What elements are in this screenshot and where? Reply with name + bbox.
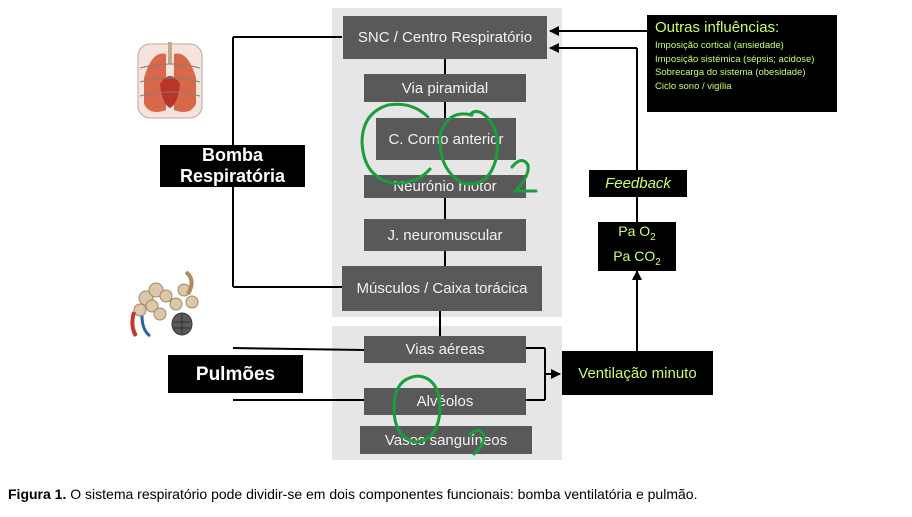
vias-aereas-box: Vias aéreas <box>364 336 526 363</box>
handwritten-co2-annotation <box>360 102 538 193</box>
feedback-box: Feedback <box>589 170 687 197</box>
pa-o2-label: Pa O2 <box>618 222 656 243</box>
ventilacao-box: Ventilação minuto <box>562 351 713 395</box>
musculos-box: Músculos / Caixa torácica <box>342 266 542 311</box>
neuronio-motor-box: Neurónio motor <box>364 175 526 198</box>
pulmoes-label: Pulmões <box>168 355 303 393</box>
bomba-respiratoria-label: Bomba Respiratória <box>160 145 305 187</box>
snc-box: SNC / Centro Respiratório <box>343 16 547 59</box>
caption-text: O sistema respiratório pode dividir-se e… <box>66 486 698 502</box>
influence-item: Ciclo sono / vigília <box>655 80 732 92</box>
via-piramidal-box: Via piramidal <box>364 74 526 102</box>
pa-gases-box: Pa O2 Pa CO2 <box>598 222 676 271</box>
pump-panel <box>332 8 562 317</box>
juncao-box: J. neuromuscular <box>364 219 526 251</box>
ribcage-illustration <box>137 42 203 119</box>
influences-title: Outras influências: <box>655 19 780 36</box>
influence-item: Imposição cortical (ansiedade) <box>655 40 784 51</box>
alveolos-box: Alvéolos <box>364 388 526 415</box>
vasos-box: Vasos sanguíneos <box>360 426 532 454</box>
bomba-line1: Bomba <box>201 145 263 165</box>
influence-item: Imposição sistémica (sépsis; acidose) <box>655 53 815 65</box>
lungs-alveoli-illustration <box>130 270 199 338</box>
influence-item: Sobrecarga do sistema (obesidade) <box>655 67 806 78</box>
bomba-line2: Respiratória <box>179 166 286 186</box>
figure-caption: Figura 1. O sistema respiratório pode di… <box>8 486 908 502</box>
handwritten-o2-annotation <box>392 374 486 456</box>
outras-influencias-box: Outras influências: Imposição cortical (… <box>647 15 837 112</box>
pa-co2-label: Pa CO2 <box>613 247 661 268</box>
caption-label: Figura 1. <box>8 486 67 502</box>
